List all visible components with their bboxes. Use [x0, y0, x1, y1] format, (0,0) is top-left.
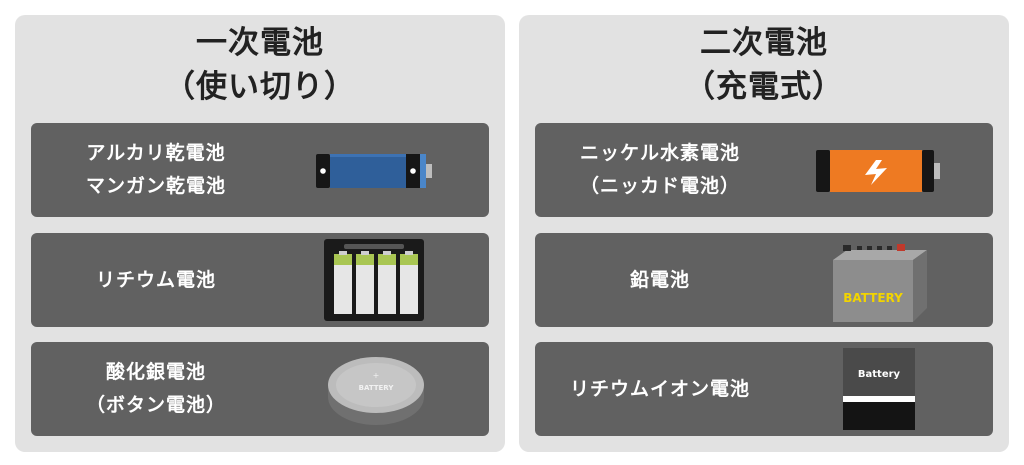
car-battery-text: BATTERY [843, 291, 903, 305]
primary-battery-title-line1: 一次電池 [196, 25, 324, 61]
secondary-battery-panel: 二次電池 （充電式） ニッケル水素電池 （ニッカド電池） 鉛電池 [519, 15, 1009, 452]
card-silver-oxide-line1: 酸化銀電池 [105, 361, 206, 383]
rechargeable-battery-icon [816, 150, 940, 192]
primary-battery-title-line2: （使い切り） [164, 69, 356, 105]
secondary-battery-title-line2: （充電式） [684, 69, 844, 105]
card-silver-oxide-line2: （ボタン電池） [85, 394, 226, 416]
alkaline-battery-icon [316, 154, 432, 188]
card-lead-label: 鉛電池 [535, 233, 785, 327]
battery-pack-icon [324, 239, 424, 321]
card-nickel-hydrogen-line1: ニッケル水素電池 [579, 142, 740, 164]
button-cell-plus: + [373, 371, 380, 380]
card-nickel-hydrogen-line2: （ニッカド電池） [579, 175, 740, 197]
card-alkaline: アルカリ乾電池 マンガン乾電池 [31, 123, 489, 217]
card-alkaline-line1: アルカリ乾電池 [86, 142, 226, 164]
card-lead: 鉛電池 BATTERY [535, 233, 993, 327]
card-lithium-line1: リチウム電池 [95, 268, 216, 291]
card-alkaline-label: アルカリ乾電池 マンガン乾電池 [31, 123, 281, 217]
card-lithium-ion-label: リチウムイオン電池 [535, 342, 785, 436]
card-silver-oxide: 酸化銀電池 （ボタン電池） + BATTERY [31, 342, 489, 436]
card-lithium: リチウム電池 [31, 233, 489, 327]
card-nickel-hydrogen-label: ニッケル水素電池 （ニッカド電池） [535, 123, 785, 217]
card-lead-line1: 鉛電池 [629, 268, 690, 291]
primary-battery-panel: 一次電池 （使い切り） アルカリ乾電池 マンガン乾電池 リチウム電池 [15, 15, 505, 452]
button-cell-text: BATTERY [359, 384, 395, 392]
lithium-ion-battery-icon: Battery [843, 348, 915, 430]
card-alkaline-line2: マンガン乾電池 [85, 175, 226, 197]
card-silver-oxide-label: 酸化銀電池 （ボタン電池） [31, 342, 281, 436]
secondary-battery-title-line1: 二次電池 [700, 25, 828, 61]
button-cell-icon: + BATTERY [328, 357, 424, 425]
card-lithium-ion-line1: リチウムイオン電池 [569, 377, 750, 400]
lithium-ion-text: Battery [858, 369, 901, 380]
car-battery-icon: BATTERY [833, 244, 927, 322]
card-lithium-label: リチウム電池 [31, 233, 281, 327]
secondary-battery-title: 二次電池 （充電式） [519, 21, 1009, 109]
primary-battery-title: 一次電池 （使い切り） [15, 21, 505, 109]
card-nickel-hydrogen: ニッケル水素電池 （ニッカド電池） [535, 123, 993, 217]
card-lithium-ion: リチウムイオン電池 Battery [535, 342, 993, 436]
